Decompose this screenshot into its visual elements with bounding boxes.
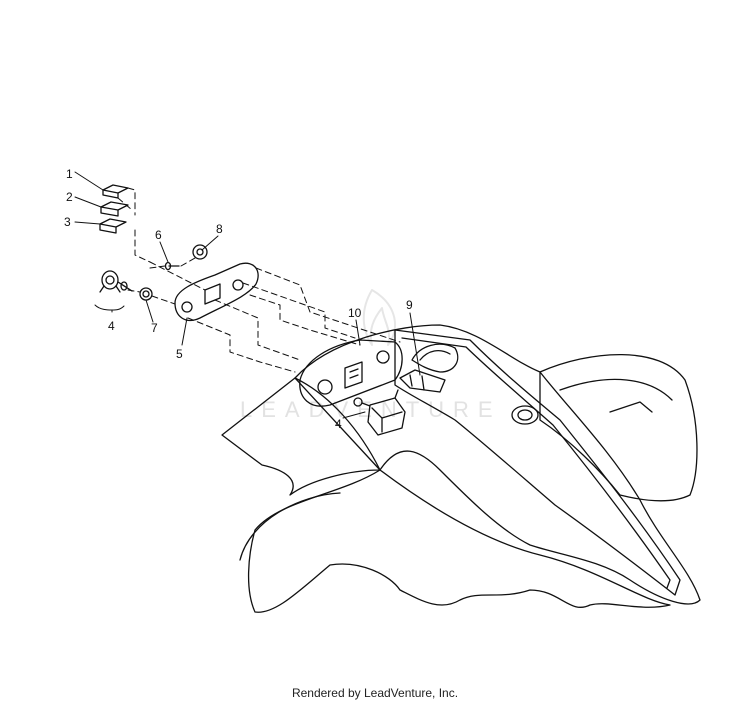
callout-6: 6 [155,228,162,242]
lens-3 [99,218,127,234]
callout-7: 7 [151,321,158,335]
mounted-plate [299,339,403,407]
license-plate-5 [174,262,259,322]
leader-lines [74,171,421,419]
fender-hole [511,405,539,425]
callout-9: 9 [406,298,413,312]
taillight-9 [399,369,446,393]
lens-1 [102,184,129,199]
callout-3: 3 [64,215,71,229]
callout-4-left: 4 [108,319,115,333]
fender-center-panel [394,329,681,596]
callout-8: 8 [216,222,223,236]
lens-2 [100,201,129,217]
fender-body [294,324,701,605]
watermark-text: LEADVENTURE [240,397,502,422]
nut-8 [192,244,208,260]
callout-5: 5 [176,347,183,361]
callout-1: 1 [66,167,73,181]
callout-10: 10 [348,306,362,320]
screw-6 [164,261,180,271]
assembly-lines [117,187,401,373]
nut-7 [139,287,153,301]
fender-front-skirt [247,469,671,613]
watermark-logo [362,289,396,346]
fender-left-lobe [221,377,381,496]
footer-credit: Rendered by LeadVenture, Inc. [291,686,459,700]
socket-4 [99,270,133,293]
fender-right-lobe [539,354,698,502]
callout-2: 2 [66,190,73,204]
callout-4-right: 4 [335,417,342,431]
switch-assembly [353,389,406,436]
fender-bracket [411,343,459,373]
